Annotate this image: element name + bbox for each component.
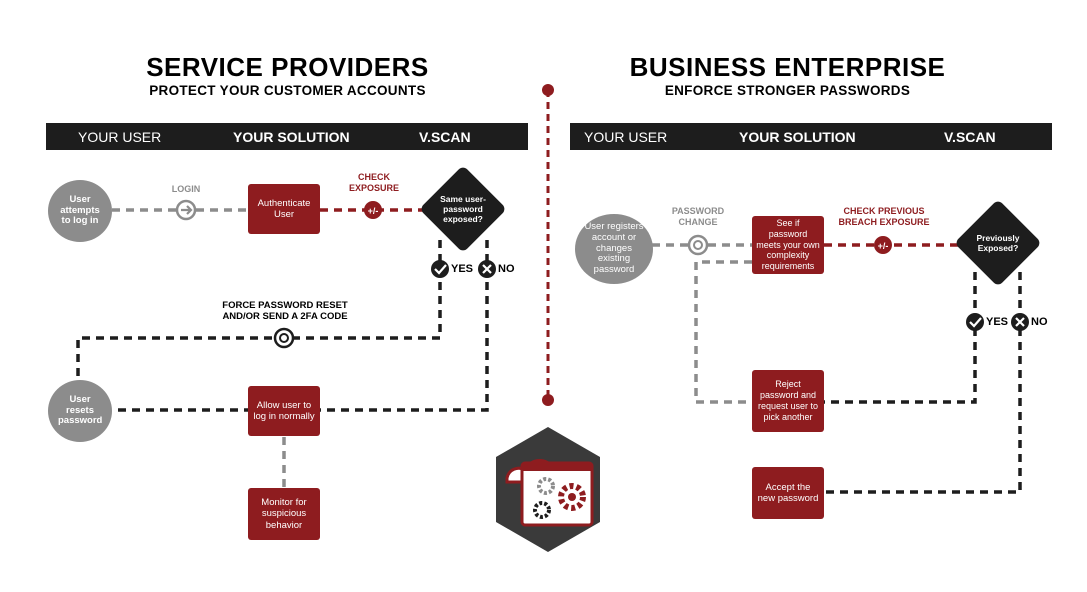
user-login-text: User attempts to log in [60, 193, 100, 227]
no-label: NO [1031, 316, 1048, 328]
check-icon [966, 313, 984, 331]
svg-text:+/-: +/- [368, 206, 379, 216]
header-your-user: YOUR USER [584, 129, 668, 145]
previously-exposed-node: Previously Exposed? [976, 232, 1020, 253]
login-label: LOGIN [171, 184, 201, 194]
left-title: SERVICE PROVIDERS [146, 52, 429, 82]
password-change-label: PASSWORD CHANGE [671, 206, 725, 227]
header-your-solution: YOUR SOLUTION [739, 129, 856, 145]
svg-text:+/-: +/- [878, 241, 889, 251]
right-header-bar: YOUR USER YOUR SOLUTION V.SCAN [570, 123, 1052, 150]
user-login-node: User attempts to log in [48, 180, 112, 242]
yes-label: YES [986, 316, 1009, 328]
right-subtitle: ENFORCE STRONGER PASSWORDS [664, 83, 911, 98]
header-vscan: V.SCAN [944, 129, 996, 145]
user-resets-text: User resets password [58, 393, 103, 427]
user-registers-text: User registers account or changes existi… [584, 220, 644, 276]
force-reset-label: FORCE PASSWORD RESET AND/OR SEND A 2FA C… [222, 300, 348, 323]
left-subtitle: PROTECT YOUR CUSTOMER ACCOUNTS [149, 83, 426, 98]
user-resets-node: User resets password [48, 380, 112, 442]
percent-icon: +/- [874, 236, 892, 254]
yes-label: YES [451, 263, 474, 275]
complexity-node: See if password meets your own complexit… [752, 216, 824, 274]
monitor-node: Monitor for suspicious behavior [248, 488, 320, 540]
header-vscan: V.SCAN [419, 129, 471, 145]
authenticate-node: Authenticate User [248, 184, 320, 234]
cloud-gears-logo [496, 427, 600, 552]
x-icon [478, 260, 496, 278]
allow-login-node: Allow user to log in normally [248, 386, 320, 436]
right-title: BUSINESS ENTERPRISE [629, 52, 946, 82]
percent-icon: +/- [364, 201, 382, 219]
accept-node: Accept the new password [752, 467, 824, 519]
check-exposure-label: CHECK EXPOSURE [348, 172, 399, 193]
sync-icon [273, 327, 295, 349]
same-exposed-node: Same user-password exposed? [440, 193, 486, 225]
check-previous-label: CHECK PREVIOUS BREACH EXPOSURE [838, 206, 930, 227]
arrow-circle-icon [175, 199, 197, 221]
reject-node: Reject password and request user to pick… [752, 370, 824, 432]
x-icon [1011, 313, 1029, 331]
header-your-user: YOUR USER [78, 129, 162, 145]
sync-icon [687, 234, 709, 256]
no-label: NO [498, 263, 515, 275]
header-your-solution: YOUR SOLUTION [233, 129, 350, 145]
left-header-bar: YOUR USER YOUR SOLUTION V.SCAN [46, 123, 528, 150]
user-registers-node: User registers account or changes existi… [575, 214, 653, 284]
check-icon [431, 260, 449, 278]
